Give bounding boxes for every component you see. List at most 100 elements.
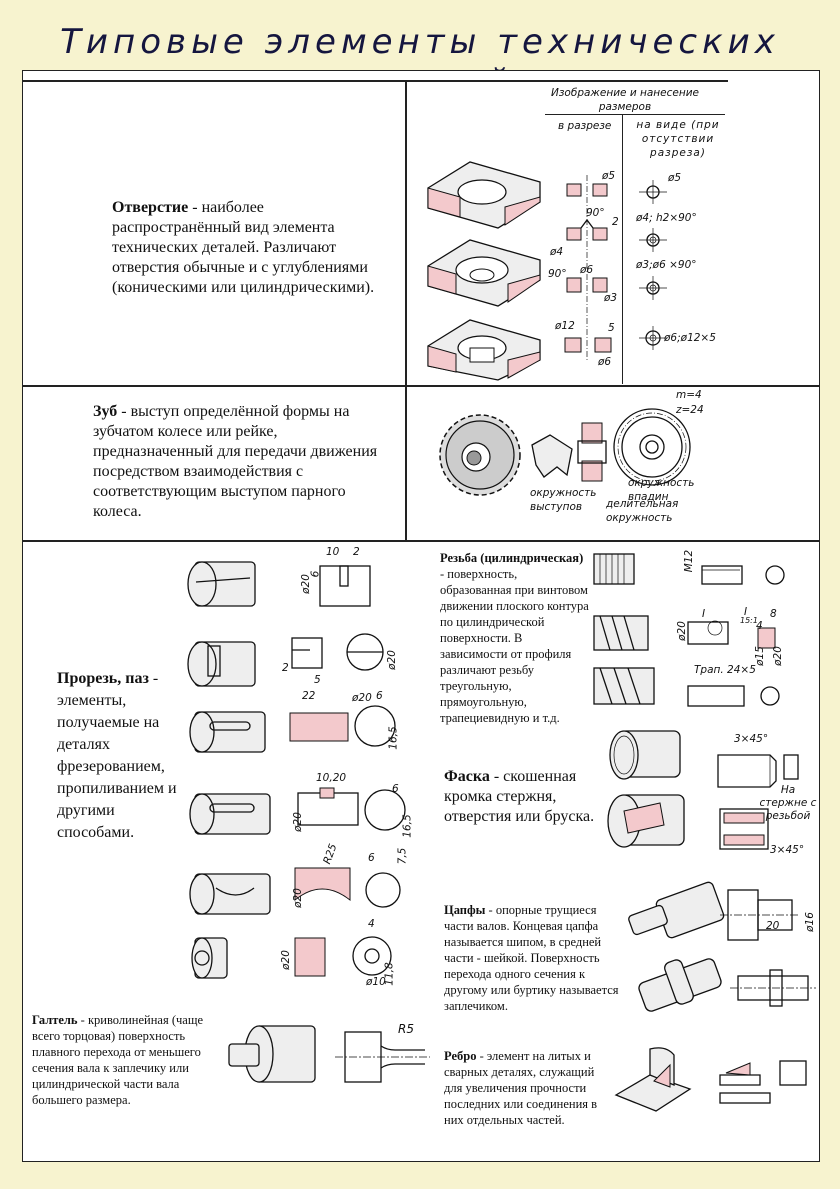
rib-text: - элемент на литых и сварных деталях, сл…: [444, 1049, 598, 1127]
tooth-text: - выступ определённой формы на зубчатом …: [93, 403, 378, 520]
slot-dim-22: ø10: [366, 976, 386, 988]
journal-text: - опорные трущиеся части валов. Концевая…: [444, 903, 619, 1013]
hole-block-3: [427, 319, 541, 381]
fillet-drawing: [228, 1025, 430, 1083]
journal-drawings: [628, 881, 816, 1012]
gear-drawing: [439, 408, 691, 496]
view-dim-3: ø3;ø6 ×90°: [636, 259, 697, 271]
gear-section: [577, 422, 607, 482]
slot-part-4: [189, 793, 271, 835]
thread-dim-m12: M12: [683, 549, 696, 573]
fillet-dim: R5: [398, 1022, 414, 1036]
journal-description: Цапфы - опорные трущиеся части валов. Ко…: [444, 902, 624, 1014]
slot-dim-14: ø20: [291, 812, 304, 832]
label-pitch-circle: делительная окружность: [606, 498, 679, 524]
hole-description: Отверстие - наиболее распространённый ви…: [112, 198, 382, 298]
slot-dim-5: 2: [282, 662, 289, 674]
view-dim-1: ø5: [668, 172, 682, 184]
tooth-detail: [531, 434, 573, 478]
thread-iso-2: [593, 615, 649, 651]
slot-dim-19: ø20: [291, 888, 304, 908]
thread-view-3: [687, 685, 780, 707]
slot-dim-1: 10: [326, 546, 340, 558]
slot-part-1: [187, 561, 256, 607]
slot-part-2: [187, 641, 256, 687]
slot-dim-18: 7,5: [396, 847, 409, 865]
table-col-divider: [622, 114, 623, 384]
slot-term: Прорезь, паз: [57, 670, 149, 687]
slot-dim-15: 16,5: [401, 814, 414, 838]
thread-term: Резьба (цилиндрическая): [440, 551, 584, 565]
table-header: Изображение и нанесение размеров: [550, 87, 699, 113]
tooth-description: Зуб - выступ определённой формы на зубча…: [93, 402, 398, 522]
slot-drawings: [187, 561, 406, 979]
fillet-iso: [228, 1025, 316, 1083]
chamfer-drawings: [607, 730, 799, 850]
journal-dim-20: 20: [766, 920, 780, 932]
dim-90b: 90°: [548, 268, 567, 280]
slot-dim-17: 6: [368, 852, 375, 864]
slot-dim-20: 4: [368, 918, 375, 930]
journal-view-1: [720, 889, 800, 941]
hole-term: Отверстие: [112, 199, 189, 216]
label-outer-circle: окружность выступов: [530, 487, 597, 513]
thread-view-2: [687, 620, 776, 649]
journal-term: Цапфы: [444, 903, 486, 917]
slot-dim-6: 5: [314, 674, 321, 686]
fillet-description: Галтель - криволинейная (чаще всего торц…: [32, 1012, 222, 1108]
rib-description: Ребро - элемент на литых и сварных детал…: [444, 1048, 614, 1128]
journal-iso-2: [638, 958, 722, 1012]
slot-part-3: [189, 711, 266, 753]
divider-vertical-top: [405, 80, 407, 540]
fillet-view: [335, 1031, 430, 1083]
divider-top: [22, 80, 728, 82]
thread-view-1: [701, 565, 785, 585]
dim-d12: ø12: [555, 320, 575, 332]
hole-blocks-drawing: [427, 161, 541, 381]
thread-dim-d20b: ø20: [771, 646, 784, 666]
chamfer-view-2: [719, 808, 769, 850]
journal-view-2: [730, 969, 816, 1007]
journal-iso-1: [628, 881, 725, 939]
slot-part-5: [189, 873, 271, 915]
chamfer-dim-1: 3×45°: [734, 733, 769, 745]
chamfer-iso-2: [607, 794, 685, 848]
slot-dim-8: 22: [302, 690, 316, 702]
dim-d3: ø3: [604, 292, 618, 304]
thread-dim-I2: I: [744, 606, 748, 618]
col-section-label: в разрезе: [558, 120, 612, 132]
slot-dim-9: ø20: [352, 692, 372, 704]
slot-dim-13: 6: [392, 783, 399, 795]
gear-param-m: m=4: [676, 389, 702, 401]
dim-5: 5: [608, 322, 615, 334]
rib-drawings: [614, 1047, 807, 1112]
slot-dim-11: 16,5: [387, 726, 400, 750]
hole-block-1: [427, 161, 541, 229]
dim-d6b: ø6: [598, 356, 612, 368]
rib-iso: [614, 1047, 692, 1112]
chamfer-dim-2: 3×45°: [770, 844, 805, 856]
thread-dim-d20a: ø20: [675, 621, 688, 641]
thread-dim-d15: ø15: [753, 646, 766, 666]
thread-dim-scale: 15:1: [740, 616, 758, 625]
chamfer-text: - скошенная кромка стержня, отверстия ил…: [444, 768, 595, 825]
rib-term: Ребро: [444, 1049, 477, 1063]
hole-view-drawings: [639, 180, 667, 350]
hole-section-drawings: [564, 175, 612, 360]
rib-view: [719, 1060, 807, 1104]
slot-part-6: [191, 937, 228, 979]
thread-iso-1: [593, 553, 635, 585]
slot-dim-2: 2: [353, 546, 360, 558]
thread-text: - поверхность, образованная при винтовом…: [440, 567, 589, 725]
dim-d4: ø4: [550, 246, 564, 258]
slot-dim-21: ø20: [279, 950, 292, 970]
gear-front: [613, 408, 691, 486]
gear-iso: [439, 414, 521, 496]
thread-description: Резьба (цилиндрическая) - поверхность, об…: [440, 550, 590, 726]
thread-dim-trap: Трап. 24×5: [694, 664, 756, 676]
thread-dim-8: 8: [770, 608, 777, 620]
thread-iso-3: [593, 667, 655, 705]
thread-drawings: [593, 553, 785, 707]
chamfer-dim-note: На стержне с резьбой: [759, 784, 817, 822]
tooth-term: Зуб: [93, 403, 118, 420]
